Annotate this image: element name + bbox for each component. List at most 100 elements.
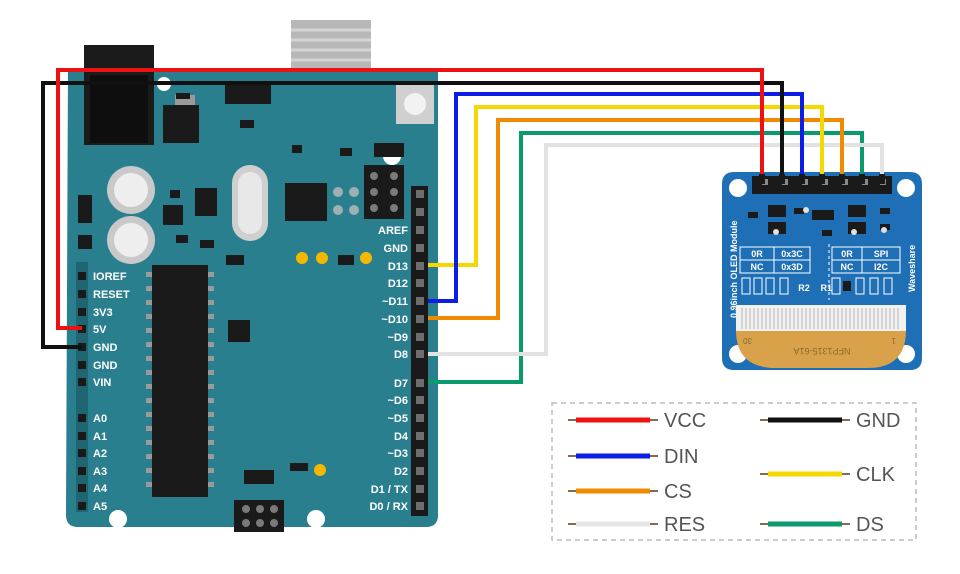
- capacitor-top: [114, 173, 148, 207]
- header-pin: [416, 297, 424, 305]
- header-pin: [416, 226, 424, 234]
- small-ic: [228, 320, 250, 342]
- oled-mount-hole: [729, 179, 747, 197]
- led: [316, 252, 328, 264]
- small-ic: [244, 470, 274, 484]
- icsp-header-bottom: [234, 500, 284, 532]
- header-pin: [416, 333, 424, 341]
- wire-gnd: [41, 81, 784, 349]
- pin-label: A3: [93, 466, 107, 478]
- pin-label: VIN: [93, 377, 111, 389]
- flex-text: NFP1315-61A: [793, 346, 850, 356]
- header-pin: [416, 414, 424, 422]
- oled-table-cell: NC: [841, 262, 854, 272]
- pin-label: RESET: [93, 289, 130, 301]
- header-pin: [78, 308, 86, 316]
- pin-label: D4: [394, 431, 409, 443]
- pin-label: 3V3: [93, 307, 113, 319]
- header-pin: [416, 379, 424, 387]
- oled-module: 0R 0x3C NC 0x3D 0R SPI NC I2C R2 R1 0.96…: [722, 172, 922, 370]
- pin-label: ~D5: [388, 413, 409, 425]
- small-ic: [285, 183, 327, 221]
- power-jack-body: [90, 75, 148, 143]
- legend: VCC GND DIN CLK CS DS RES: [551, 402, 917, 541]
- legend-item-din: DIN: [568, 446, 698, 468]
- reset-button-cap: [404, 93, 426, 115]
- regulator-tab: [175, 95, 195, 105]
- pin-label: 5V: [93, 324, 107, 336]
- mount-hole: [307, 510, 325, 528]
- header-pin: [416, 432, 424, 440]
- microcontroller-pins: [146, 272, 214, 487]
- header-pin: [78, 272, 86, 280]
- pin-label: D2: [394, 466, 408, 478]
- legend-item-vcc: VCC: [568, 410, 706, 432]
- crystal-top: [238, 172, 262, 234]
- smd-components: [78, 93, 354, 471]
- pin-label: GND: [93, 360, 118, 372]
- pin-label: D1 / TX: [371, 484, 409, 496]
- header-pin: [78, 484, 86, 492]
- wire-cs: [428, 118, 844, 320]
- header-pin: [416, 467, 424, 475]
- right-header-labels: AREFGNDD13D12~D11~D10~D9D8D7~D6~D5D4~D3D…: [369, 225, 408, 513]
- microcontroller: [152, 265, 208, 497]
- oled-table-cell: 0R: [841, 249, 853, 259]
- pin-label: GND: [93, 342, 118, 354]
- pin-label: A0: [93, 413, 107, 425]
- pin-label: ~D3: [388, 448, 409, 460]
- oled-table-cell: SPI: [874, 249, 889, 259]
- header-pin: [78, 414, 86, 422]
- legend-label: RES: [664, 514, 705, 536]
- legend-label: CS: [664, 481, 692, 503]
- legend-item-cs: CS: [568, 481, 692, 503]
- legend-label: CLK: [856, 464, 896, 486]
- flex-contact-lines: [741, 308, 899, 329]
- oled-mount-hole: [897, 179, 915, 197]
- oled-table-cell: 0x3C: [781, 249, 803, 259]
- legend-label: GND: [856, 410, 900, 432]
- wire-ds: [428, 131, 864, 384]
- pin-label: D0 / RX: [369, 501, 408, 513]
- wires: [41, 68, 884, 384]
- led: [314, 464, 326, 476]
- header-pin: [78, 361, 86, 369]
- header-pin: [416, 262, 424, 270]
- resistor-pads: [741, 277, 893, 295]
- pin-label: D12: [388, 278, 408, 290]
- small-ic: [163, 205, 183, 225]
- pin-label: A1: [93, 431, 107, 443]
- flex-num-left: 30: [743, 336, 752, 345]
- pin-label: ~D10: [381, 314, 408, 326]
- legend-item-gnd: GND: [760, 410, 900, 432]
- wire-clk: [428, 105, 824, 267]
- wire-din: [428, 92, 804, 303]
- header-pin: [416, 279, 424, 287]
- legend-item-ds: DS: [760, 514, 884, 536]
- header-pin: [78, 432, 86, 440]
- oled-table-cell: NC: [751, 262, 764, 272]
- small-ic: [195, 188, 217, 216]
- flex-num-right: 1: [891, 336, 896, 345]
- header-pin: [416, 485, 424, 493]
- header-pin: [416, 315, 424, 323]
- oled-side-title: 0.96inch OLED Module: [729, 220, 739, 318]
- pin-label: AREF: [378, 225, 408, 237]
- pin-label: A4: [93, 483, 108, 495]
- capacitor-top: [114, 223, 148, 257]
- header-pin: [416, 350, 424, 358]
- oled-table-cell: 0R: [751, 249, 763, 259]
- pin-label: A2: [93, 448, 107, 460]
- oled-table-cell: 0x3D: [781, 262, 803, 272]
- led: [360, 252, 372, 264]
- header-pin: [416, 502, 424, 510]
- pin-label: A5: [93, 501, 107, 513]
- small-ic: [225, 82, 271, 104]
- oled-brand: Waveshare: [907, 245, 917, 292]
- pin-label: IOREF: [93, 271, 127, 283]
- legend-item-clk: CLK: [760, 464, 896, 486]
- oled-pin-ends: [759, 174, 885, 184]
- mount-hole: [109, 510, 127, 528]
